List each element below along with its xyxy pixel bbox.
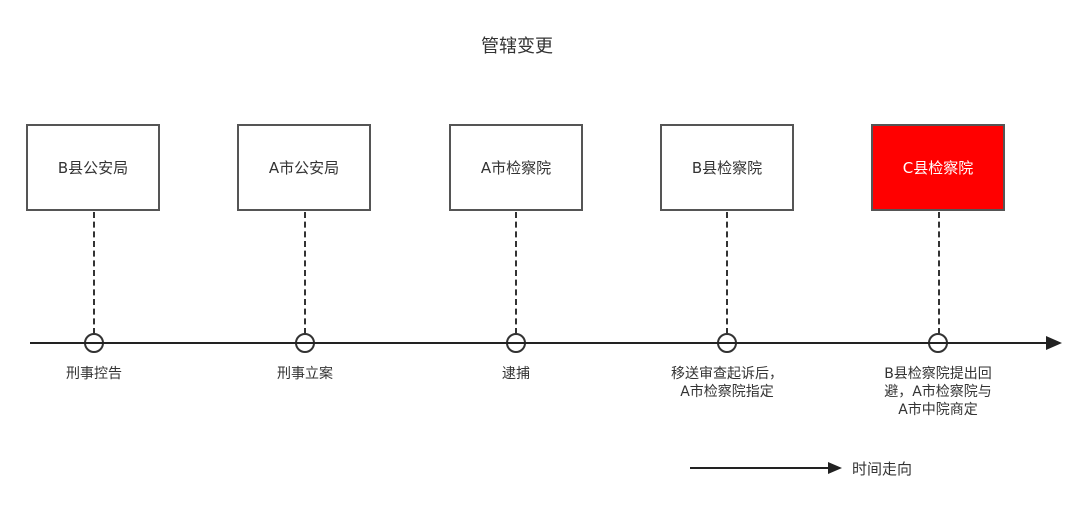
connector-dashed-line: [304, 212, 306, 334]
event-label-recusal: B县检察院提出回 避，A市检察院与 A市中院商定: [884, 366, 992, 418]
legend-arrowhead-icon: [828, 462, 842, 474]
connector-dashed-line: [515, 212, 517, 334]
authority-box-b-county-police: B县公安局: [26, 124, 160, 211]
event-label-arrest: 逮捕: [502, 366, 530, 382]
event-label-case-filing: 刑事立案: [277, 366, 333, 382]
legend-label: 时间走向: [852, 460, 913, 478]
legend-arrow-line: [690, 467, 830, 469]
authority-box-a-city-police: A市公安局: [237, 124, 371, 211]
event-label-prosecution-review: 移送审查起诉后， A市检察院指定: [671, 366, 783, 400]
authority-box-c-county-procuratorate: C县检察院: [871, 124, 1005, 211]
timeline-axis: [30, 342, 1050, 344]
connector-dashed-line: [938, 212, 940, 334]
timeline-arrowhead-icon: [1046, 336, 1062, 350]
authority-box-a-city-procuratorate: A市检察院: [449, 124, 583, 211]
event-label-criminal-complaint: 刑事控告: [66, 366, 122, 382]
diagram-title: 管辖变更: [481, 36, 553, 57]
connector-dashed-line: [93, 212, 95, 334]
connector-dashed-line: [726, 212, 728, 334]
authority-box-b-county-procuratorate: B县检察院: [660, 124, 794, 211]
